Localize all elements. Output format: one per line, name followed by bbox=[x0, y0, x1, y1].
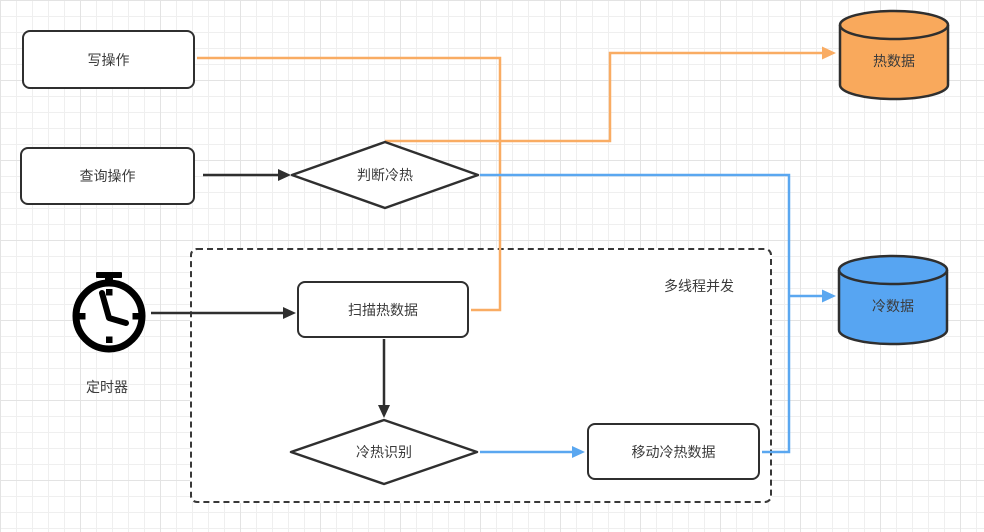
timer-label: 定时器 bbox=[86, 379, 128, 395]
tick-9 bbox=[79, 313, 86, 320]
node-query-operation-label: 查询操作 bbox=[79, 168, 136, 184]
arrowhead-judge bbox=[278, 169, 291, 181]
node-hot-database-label: 热数据 bbox=[873, 53, 915, 69]
hot-cylinder-rim bbox=[838, 24, 950, 41]
cold-cylinder-shape bbox=[837, 254, 949, 346]
tick-6 bbox=[106, 336, 113, 343]
node-scan-hot-data-label: 扫描热数据 bbox=[348, 301, 418, 318]
edge-writeop-scanhotdata[interactable] bbox=[197, 56, 502, 312]
container-label: 多线程并发 bbox=[664, 278, 734, 294]
cold-cylinder-rim bbox=[837, 269, 949, 286]
node-hot-database[interactable]: 热数据 bbox=[838, 9, 950, 101]
node-query-operation[interactable]: 查询操作 bbox=[20, 147, 195, 205]
edge-scan-detect[interactable] bbox=[378, 339, 390, 418]
node-move-hot-cold-data-label: 移动冷热数据 bbox=[631, 443, 716, 460]
judge-diamond-shape bbox=[290, 140, 480, 210]
container-multithread[interactable]: 多线程并发 bbox=[190, 248, 772, 503]
node-judge-hot-cold[interactable]: 判断冷热 bbox=[290, 140, 480, 210]
arrowhead-hotdb bbox=[822, 46, 836, 60]
edge-detect-movedata[interactable] bbox=[480, 446, 585, 458]
edge-queryop-judge[interactable] bbox=[203, 169, 291, 181]
edge-judge-hotdb[interactable] bbox=[385, 46, 836, 143]
node-move-hot-cold-data[interactable]: 移动冷热数据 bbox=[587, 423, 760, 480]
node-write-operation[interactable]: 写操作 bbox=[22, 30, 195, 89]
timer-stopwatch-icon[interactable] bbox=[69, 272, 149, 356]
arrowhead-colddb bbox=[822, 289, 836, 303]
stopwatch-button-cap bbox=[96, 272, 122, 278]
detect-diamond-shape bbox=[289, 418, 479, 486]
node-hot-cold-detect[interactable]: 冷热识别 bbox=[289, 418, 479, 486]
arrowhead-detect bbox=[378, 405, 390, 418]
edge-timer-scanhotdata[interactable] bbox=[151, 307, 296, 319]
node-judge-hot-cold-label: 判断冷热 bbox=[357, 167, 413, 183]
arrowhead-scan bbox=[283, 307, 296, 319]
hot-cylinder-shape bbox=[838, 9, 950, 101]
node-hot-cold-detect-label: 冷热识别 bbox=[356, 444, 412, 460]
node-cold-database[interactable]: 冷数据 bbox=[837, 254, 949, 346]
node-scan-hot-data[interactable]: 扫描热数据 bbox=[297, 281, 469, 338]
edge-judge-colddb[interactable] bbox=[480, 173, 836, 454]
node-cold-database-label: 冷数据 bbox=[872, 298, 914, 314]
arrowhead-movedata bbox=[572, 446, 585, 458]
node-write-operation-label: 写操作 bbox=[87, 51, 130, 68]
tick-3 bbox=[132, 313, 139, 320]
stopwatch-hands bbox=[99, 290, 129, 326]
tick-12 bbox=[106, 289, 113, 296]
